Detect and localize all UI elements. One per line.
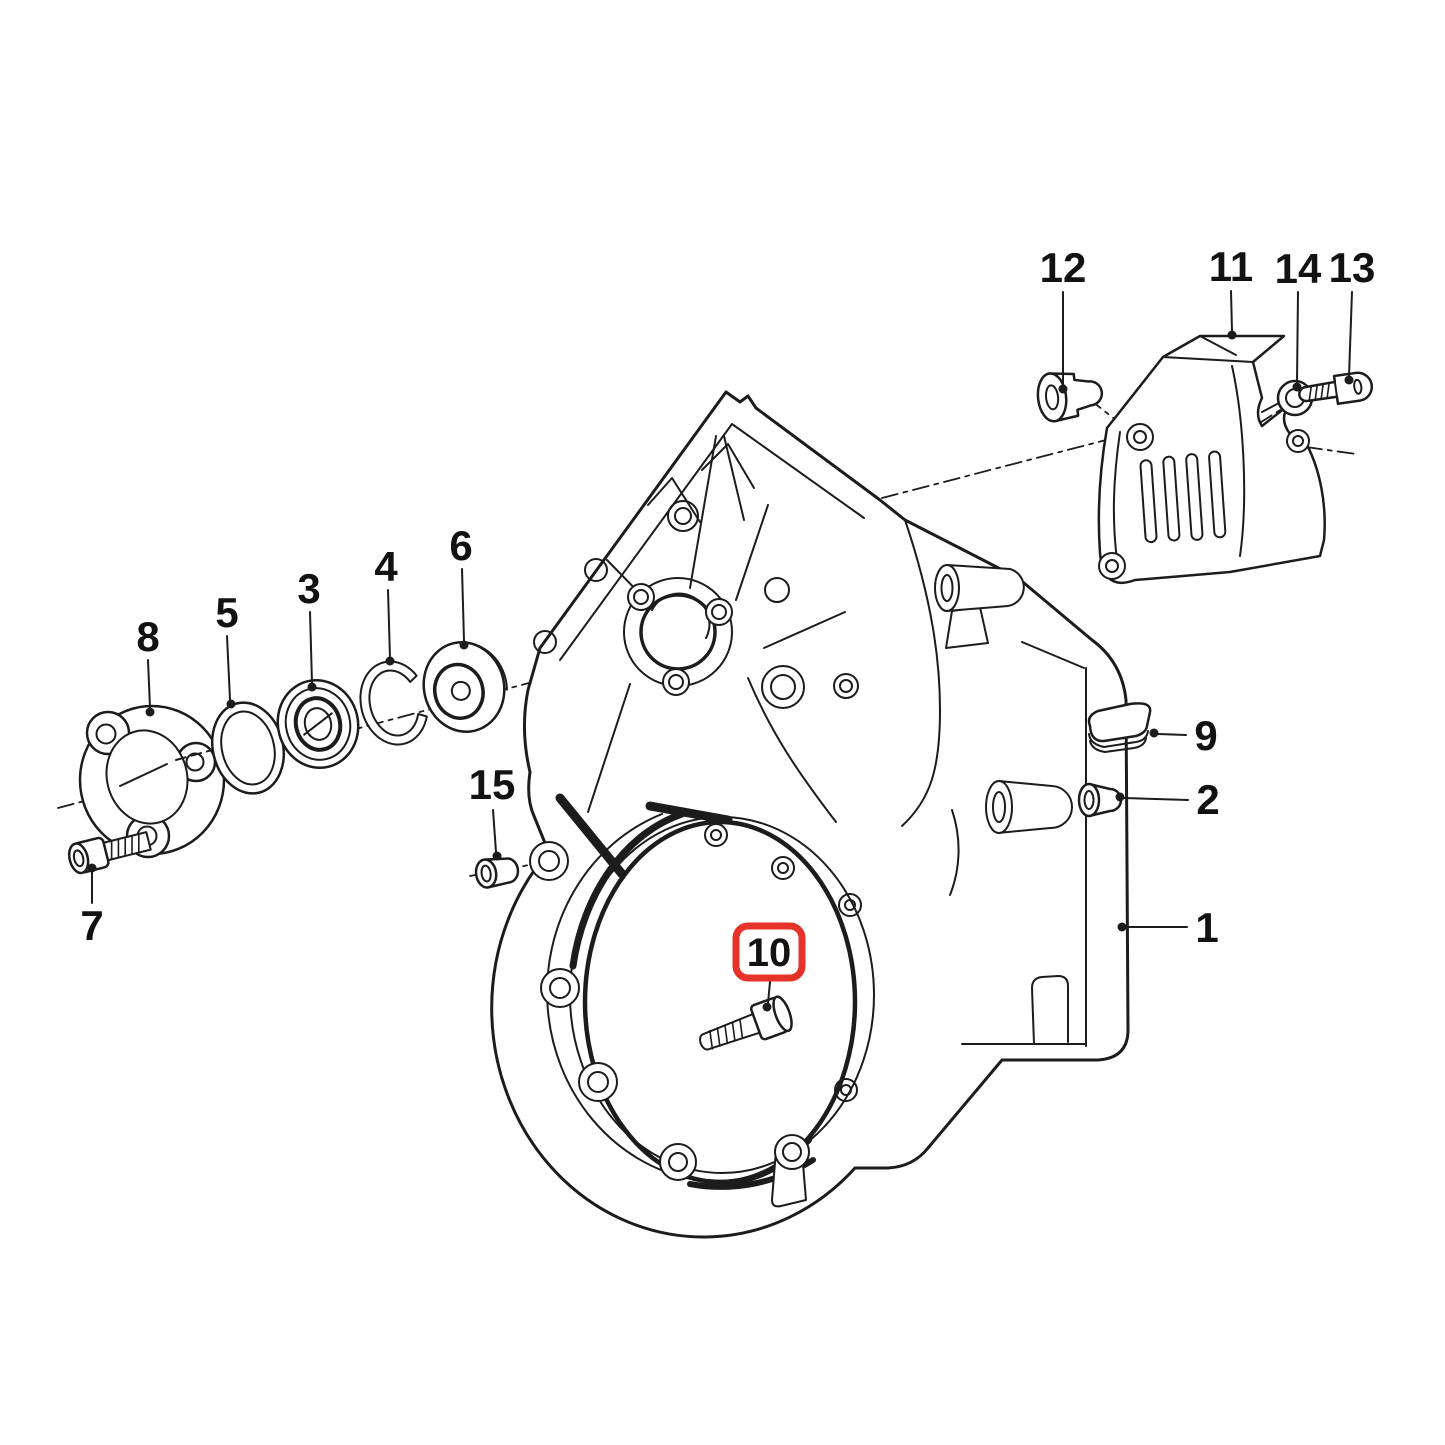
callout-3[interactable]: 3 xyxy=(297,565,320,612)
bolt13-threads xyxy=(1308,382,1330,402)
small-boss xyxy=(761,665,805,709)
shadow-wedge-top xyxy=(645,801,733,825)
dowel-drawing xyxy=(474,857,520,889)
callout-10[interactable]: 10 xyxy=(747,931,792,975)
callout-12[interactable]: 12 xyxy=(1040,244,1087,291)
heat-shield-outline xyxy=(1097,334,1326,585)
plug-drawing xyxy=(1036,372,1104,423)
top-flange-holes xyxy=(533,500,859,699)
callout-9[interactable]: 9 xyxy=(1194,712,1217,759)
shield-left-flange-line xyxy=(1112,431,1121,561)
bolt13-axis xyxy=(1305,446,1357,455)
bolt10-threads xyxy=(709,1018,744,1050)
bushing2-drawing xyxy=(1077,782,1123,818)
housing-right-body-details xyxy=(934,564,1087,1047)
transmission-housing-drawing xyxy=(490,390,1130,1239)
seal-drawing xyxy=(422,641,508,733)
bolt7-threads xyxy=(110,834,140,860)
bell-flange-lugs xyxy=(529,841,810,1208)
shield-hole-right xyxy=(1286,429,1310,453)
callout-15[interactable]: 15 xyxy=(469,761,516,808)
gasket-drawing xyxy=(211,701,285,795)
washer-axis xyxy=(1257,404,1289,425)
callout-1[interactable]: 1 xyxy=(1195,904,1218,951)
shield-hole-bottom xyxy=(1098,552,1126,580)
callout-11[interactable]: 11 xyxy=(1209,243,1253,290)
shield-vent-slots xyxy=(1139,450,1227,544)
shield-hole-bottom-inner xyxy=(1105,559,1119,573)
callout-4[interactable]: 4 xyxy=(374,543,398,590)
bolt10-drawing xyxy=(699,995,793,1051)
cap-drawing xyxy=(1087,702,1152,753)
shield-hole-top xyxy=(1126,423,1154,451)
shadow-wedge-left xyxy=(555,793,627,879)
callout-7[interactable]: 7 xyxy=(80,902,103,949)
bracket-inner-line xyxy=(1199,335,1237,356)
selected-part-highlight-box xyxy=(732,922,806,982)
leader-lines xyxy=(87,290,1354,1012)
heat-shield-drawing xyxy=(1097,334,1326,585)
callout-10-group[interactable]: 10 xyxy=(732,922,806,982)
callout-8[interactable]: 8 xyxy=(136,613,159,660)
callout-6[interactable]: 6 xyxy=(449,522,472,569)
bolt13-drawing xyxy=(1298,371,1374,405)
shield-hole-top-inner xyxy=(1133,430,1147,444)
face-boundary xyxy=(901,519,941,827)
end-cover-drawing xyxy=(78,704,226,859)
shield-hole-right-inner xyxy=(1292,435,1304,447)
bell-face-holes xyxy=(704,823,862,1102)
bearing-drawing xyxy=(276,678,360,770)
callout-labels: 8 5 3 4 6 7 15 12 11 14 13 9 2 1 10 xyxy=(80,243,1376,982)
callout-2[interactable]: 2 xyxy=(1196,776,1219,823)
callout-13[interactable]: 13 xyxy=(1329,244,1376,291)
snap-ring-drawing xyxy=(359,660,428,746)
shield-mount-axis xyxy=(881,439,1107,499)
shield-crease-line xyxy=(1231,365,1246,557)
top-flange-inner-edge xyxy=(559,423,865,661)
callout-5[interactable]: 5 xyxy=(215,589,238,636)
callout-14[interactable]: 14 xyxy=(1275,245,1322,292)
input-shaft-bore xyxy=(623,577,733,696)
bracket-fold-line xyxy=(1162,356,1254,363)
shadow-arc-left xyxy=(569,810,686,970)
